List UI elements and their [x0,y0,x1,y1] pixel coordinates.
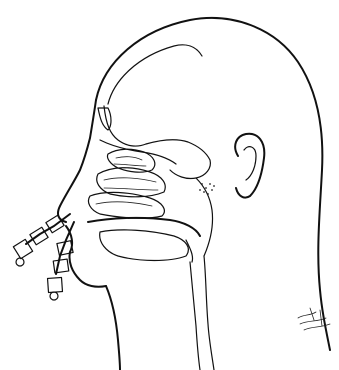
ear-outline [235,134,264,198]
nasal-tube-device [13,214,74,300]
ear-inner [244,147,256,180]
turbinate-texture-3 [96,202,152,206]
pharynx-wall [196,178,213,256]
face-profile [58,100,96,222]
device-tip-1 [16,258,24,266]
device-segment-6 [48,278,63,293]
throat-line [204,256,214,370]
turbinate-texture [114,157,146,166]
device-tip-2 [50,292,58,300]
tongue [100,230,189,261]
neck-front [106,286,120,370]
hard-palate [88,218,200,236]
turbinate-texture-2 [104,178,158,190]
airway-line [190,262,200,370]
sphenoid-outline [146,140,210,179]
uvula [186,240,193,262]
device-segment-5 [53,259,69,273]
